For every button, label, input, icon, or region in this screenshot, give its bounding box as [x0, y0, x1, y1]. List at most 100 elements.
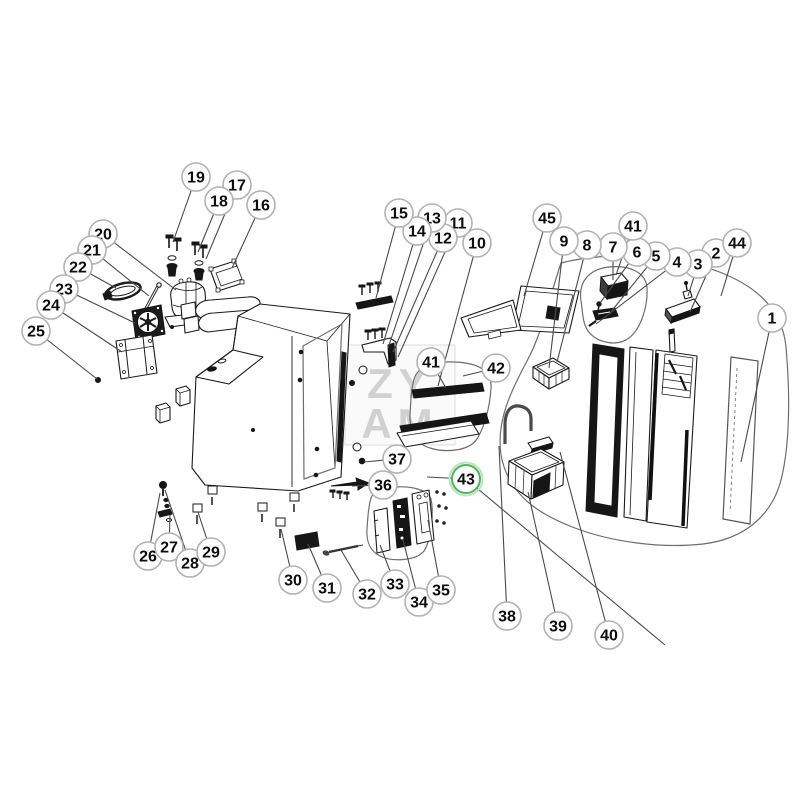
- callout-number-4: 4: [673, 255, 682, 272]
- callout-9: 9: [549, 226, 579, 256]
- callout-number-19: 19: [187, 170, 205, 187]
- spacer-block-a: [175, 385, 191, 407]
- screw-set-right: [191, 241, 208, 281]
- callout-number-21: 21: [83, 243, 101, 260]
- fastener-group-26-28: [157, 481, 173, 522]
- callout-number-22: 22: [69, 260, 87, 277]
- callout-number-1: 1: [768, 311, 777, 328]
- callout-41: 41: [416, 347, 446, 377]
- callout-number-28: 28: [181, 556, 199, 573]
- callout-number-14: 14: [408, 224, 426, 241]
- callout-14: 14: [402, 216, 432, 246]
- callout-circle-25: [21, 316, 51, 346]
- watermark-line1: ZY: [367, 360, 433, 407]
- callout-19: 19: [181, 162, 211, 192]
- callout-7: 7: [598, 232, 628, 262]
- leader-43-b: [465, 478, 666, 646]
- leader-38: [498, 445, 508, 617]
- callout-circle-37: [382, 444, 412, 474]
- callout-circle-19: [181, 162, 211, 192]
- leader-1: [740, 317, 773, 463]
- callout-circle-30: [278, 565, 308, 595]
- callout-number-10: 10: [468, 236, 486, 253]
- callout-24: 24: [36, 290, 66, 320]
- callout-29: 29: [196, 537, 226, 567]
- callout-circle-39: [543, 611, 573, 641]
- callout-22: 22: [63, 252, 93, 282]
- callout-number-2: 2: [712, 246, 721, 263]
- callout-18: 18: [204, 186, 234, 216]
- gasket-ring: [102, 281, 142, 301]
- door-inner-panel: [646, 349, 698, 529]
- panel-frame: [373, 507, 391, 554]
- shelf-group: [396, 361, 492, 452]
- callout-33: 33: [380, 569, 410, 599]
- callout-circle-10: [462, 228, 492, 258]
- callout-number-29: 29: [202, 545, 220, 562]
- screw-strip-36: [329, 477, 371, 500]
- mounting-plate: [208, 258, 245, 293]
- callout-bubbles: 1234567891011121314151617181920212223242…: [21, 162, 787, 650]
- control-panel-group: [366, 486, 448, 561]
- circuit-board: [392, 497, 412, 549]
- callout-41: 41: [618, 211, 648, 241]
- fan-bracket: [115, 334, 158, 380]
- cooling-fan: [131, 304, 166, 341]
- callout-number-16: 16: [252, 198, 270, 215]
- callout-number-35: 35: [432, 583, 450, 600]
- callout-15: 15: [384, 198, 414, 228]
- callout-circle-43: [451, 464, 481, 494]
- callout-number-45: 45: [538, 211, 556, 228]
- hinge-parts-group: [579, 266, 648, 344]
- leader-14: [382, 230, 418, 345]
- callout-number-8: 8: [583, 238, 592, 255]
- callout-number-26: 26: [139, 549, 157, 566]
- callout-34: 34: [404, 587, 434, 617]
- cabinet-feet: [192, 485, 300, 538]
- callout-circle-40: [594, 620, 624, 650]
- callout-circle-24: [36, 290, 66, 320]
- callout-number-32: 32: [358, 587, 376, 604]
- callout-number-41: 41: [624, 219, 642, 236]
- spacer-block-b: [155, 402, 171, 424]
- callout-number-40: 40: [600, 628, 618, 645]
- callout-circle-14: [402, 216, 432, 246]
- callout-number-9: 9: [560, 234, 569, 251]
- callout-circle-1: [757, 303, 787, 333]
- evaporator-plate: [661, 353, 694, 399]
- leader-9: [548, 240, 565, 369]
- callout-number-42: 42: [487, 361, 505, 378]
- callout-circle-22: [63, 252, 93, 282]
- leader-12: [392, 237, 444, 353]
- callout-circle-15: [384, 198, 414, 228]
- callout-30: 30: [278, 565, 308, 595]
- callout-circle-41: [618, 211, 648, 241]
- callout-circle-44: [722, 228, 752, 258]
- callout-number-18: 18: [210, 194, 228, 211]
- door-gasket-frame: [585, 343, 625, 518]
- callout-number-5: 5: [652, 249, 661, 266]
- callout-35: 35: [426, 575, 456, 605]
- callout-32: 32: [352, 579, 382, 609]
- callout-31: 31: [312, 573, 342, 603]
- callout-number-27: 27: [160, 540, 178, 557]
- callout-number-34: 34: [410, 595, 428, 612]
- callout-number-6: 6: [633, 245, 642, 262]
- callout-44: 44: [722, 228, 752, 258]
- inner-gasket-strip: [336, 351, 347, 463]
- callout-number-25: 25: [27, 324, 45, 341]
- callout-circle-29: [196, 537, 226, 567]
- ring-fitting: [102, 290, 113, 301]
- sensor-rod: [322, 544, 364, 556]
- small-tray: [532, 357, 570, 390]
- callout-circle-38: [492, 601, 522, 631]
- callout-circle-41: [416, 347, 446, 377]
- callout-40: 40: [594, 620, 624, 650]
- door-handle: [664, 298, 701, 353]
- callout-38: 38: [492, 601, 522, 631]
- callout-17: 17: [222, 170, 252, 200]
- label-plate: [294, 531, 320, 551]
- leader-20: [102, 233, 177, 291]
- callout-number-44: 44: [728, 236, 746, 253]
